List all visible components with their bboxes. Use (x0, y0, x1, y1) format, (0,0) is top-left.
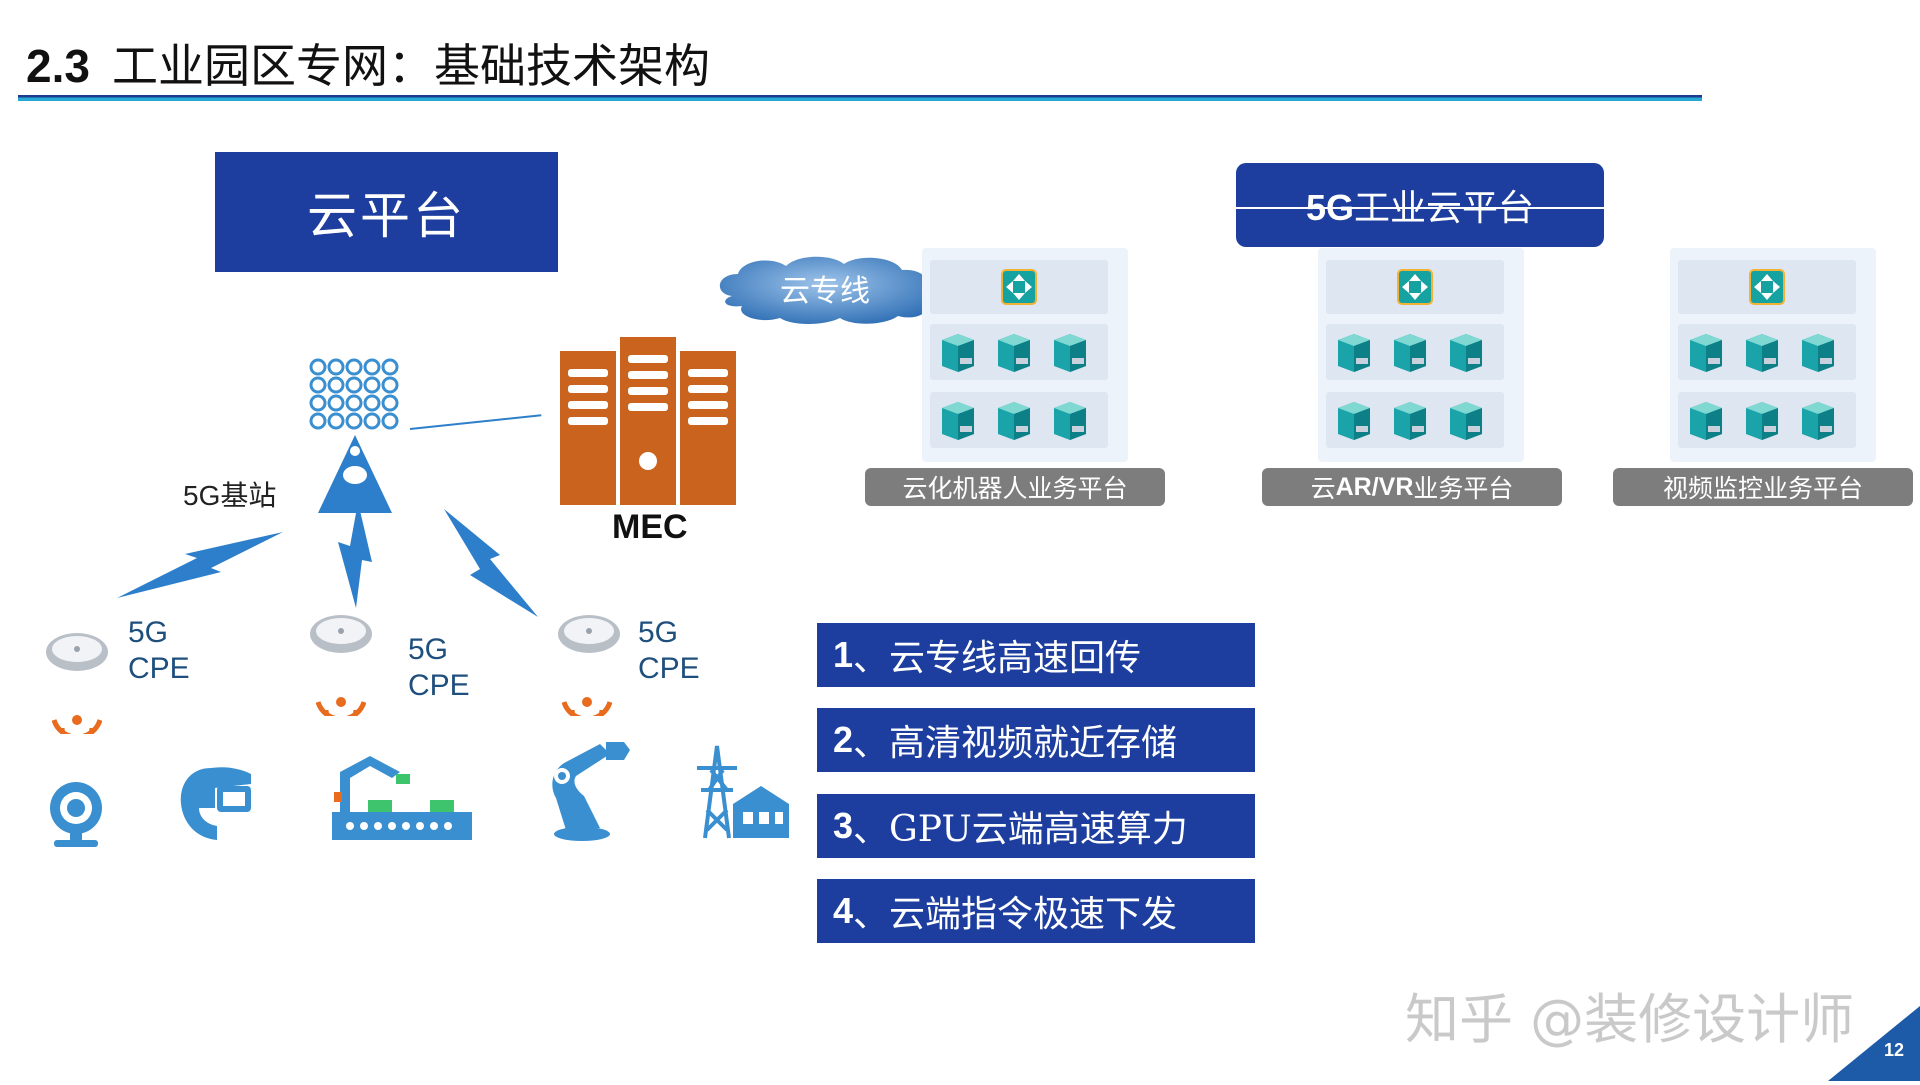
router-row (930, 260, 1108, 314)
server-row (1678, 392, 1856, 448)
server-icon (996, 332, 1032, 372)
cpe-label-line2: CPE (128, 652, 190, 685)
title-divider (18, 95, 1702, 101)
server-panel (1670, 248, 1876, 462)
wifi-signal-icon (561, 680, 613, 728)
router-row (1678, 260, 1856, 314)
platform-label-prefix: 云 (1310, 474, 1336, 503)
watermark: 知乎 @装修设计师 (1405, 988, 1855, 1051)
feature-number: 2 (833, 719, 854, 760)
cloud-line-badge: 云专线 (712, 252, 938, 326)
server-icon (1688, 400, 1724, 440)
server-icon (1336, 332, 1372, 372)
server-icon (996, 400, 1032, 440)
feature-text: 、GPU云端高速算力 (853, 809, 1188, 850)
cpe-device-icon (44, 630, 110, 676)
power-station-icon (683, 740, 791, 840)
cpe-label-line1: 5G (638, 616, 679, 649)
feature-text: 、高清视频就近存储 (853, 723, 1178, 764)
page-corner (1828, 1006, 1920, 1081)
page-title: 2.3 工业园区专网：基础技术架构 (26, 30, 710, 96)
section-number: 2.3 (26, 40, 90, 92)
cloud-line-label: 云专线 (780, 274, 870, 309)
server-row (930, 392, 1108, 448)
header-strike-line (1236, 207, 1604, 209)
server-icon (940, 332, 976, 372)
page-number: 12 (1884, 1040, 1905, 1060)
server-icon (1448, 332, 1484, 372)
feature-number: 1 (833, 634, 854, 675)
wireless-signal-bolt-icon (328, 500, 380, 610)
server-icon (940, 400, 976, 440)
router-row (1326, 260, 1504, 314)
mec-server-icon (560, 337, 736, 505)
cpe-label-line1: 5G (128, 616, 169, 649)
platform-label: 云化机器人业务平台 (865, 468, 1165, 506)
server-icon (1336, 400, 1372, 440)
base-station-tower-icon (300, 355, 410, 515)
server-row (930, 324, 1108, 380)
wifi-signal-icon (315, 680, 367, 728)
router-icon (1397, 269, 1433, 309)
cpe-label: 5G CPE (408, 632, 470, 704)
server-row (1326, 392, 1504, 448)
platform-label-text: 云化机器人业务平台 (902, 474, 1128, 503)
feature-item: 3、GPU云端高速算力 (817, 794, 1255, 858)
industrial-robot-icon (536, 738, 632, 842)
server-icon (1052, 332, 1088, 372)
server-icon (1800, 332, 1836, 372)
server-row (1678, 324, 1856, 380)
server-icon (1392, 332, 1428, 372)
wireless-signal-bolt-icon (115, 528, 285, 600)
industrial-cloud-header: 5G工业云平台 (1236, 163, 1604, 247)
server-icon (1744, 332, 1780, 372)
camera-icon (46, 780, 106, 848)
server-icon (1688, 332, 1724, 372)
cpe-label-line2: CPE (638, 652, 700, 685)
feature-item: 2、高清视频就近存储 (817, 708, 1255, 772)
server-row (1326, 324, 1504, 380)
feature-text: 、云专线高速回传 (853, 638, 1142, 679)
platform-label-text: 业务平台 (1413, 474, 1514, 503)
cloud-platform-box: 云平台 (215, 152, 558, 272)
server-icon (1052, 400, 1088, 440)
cpe-label: 5G CPE (128, 615, 190, 687)
cpe-label-line1: 5G (408, 633, 449, 666)
feature-text: 、云端指令极速下发 (853, 894, 1178, 935)
cloud-icon (719, 256, 930, 324)
feature-number: 4 (833, 890, 854, 931)
industrial-cloud-title: 5G工业云平台 (1306, 179, 1534, 231)
base-station-label: 5G基站 (183, 480, 277, 511)
server-icon (1744, 400, 1780, 440)
server-icon (1800, 400, 1836, 440)
server-icon (1392, 400, 1428, 440)
section-title: 工业园区专网：基础技术架构 (111, 39, 710, 93)
wifi-signal-icon (51, 698, 103, 746)
tower-mec-link (409, 414, 542, 430)
robot-arm-conveyor-icon (330, 752, 474, 842)
wireless-signal-bolt-icon (440, 505, 540, 620)
feature-number: 3 (833, 805, 854, 846)
platform-label: 视频监控业务平台 (1613, 468, 1913, 506)
cpe-device-icon (308, 612, 374, 658)
router-icon (1749, 269, 1785, 309)
router-icon (1001, 269, 1037, 309)
mec-label: MEC (612, 508, 688, 546)
feature-item: 1、云专线高速回传 (817, 623, 1255, 687)
cpe-device-icon (556, 612, 622, 658)
feature-item: 4、云端指令极速下发 (817, 879, 1255, 943)
server-panel (922, 248, 1128, 462)
vr-headset-icon (175, 764, 255, 844)
server-icon (1448, 400, 1484, 440)
platform-label-text: 视频监控业务平台 (1662, 474, 1863, 503)
cpe-label: 5G CPE (638, 615, 700, 687)
cpe-label-line2: CPE (408, 669, 470, 702)
server-panel (1318, 248, 1524, 462)
platform-label-bold: AR/VR (1335, 472, 1414, 501)
